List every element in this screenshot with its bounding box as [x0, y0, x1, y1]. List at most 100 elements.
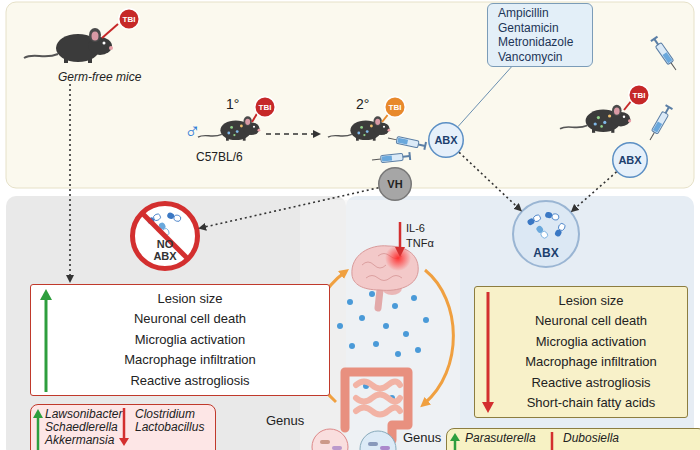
- node-text: TBI: [633, 91, 646, 100]
- connector: [458, 67, 511, 127]
- node-content: Lesion sizeNeuronal cell deathMicroglia …: [475, 287, 687, 417]
- circle-outline: [540, 230, 549, 239]
- decrease-arrow: [399, 222, 402, 252]
- circle-outline: [385, 97, 406, 118]
- blood-dots: [337, 323, 343, 329]
- increase-arrow: [33, 409, 43, 418]
- treatment-circle: ABX: [612, 142, 648, 178]
- circle-outline: [557, 222, 566, 231]
- node-content: ParasuterellaDubosiella: [447, 429, 700, 450]
- blood-dots: [392, 303, 398, 309]
- node-text: Akkermansia: [45, 434, 125, 447]
- node-text: Clostridium: [135, 408, 204, 421]
- dotted-arrow: [69, 84, 71, 282]
- increase-arrow: [454, 440, 457, 450]
- circle-outline: [153, 213, 162, 222]
- label-text: IL-6: [406, 222, 425, 234]
- secondary-mouse: [328, 116, 390, 141]
- treatment-circle: ABX: [428, 122, 464, 158]
- label-text: ♂: [184, 118, 201, 144]
- microbe-zoom: [312, 429, 396, 450]
- circle-outline: [429, 123, 464, 158]
- node-text: Reactive astrogliosis: [130, 371, 249, 392]
- blood-dots: [347, 299, 353, 305]
- increase-arrow: [45, 298, 48, 392]
- no-treatment-circle: NO ABX: [130, 201, 200, 271]
- circle-outline: [533, 214, 542, 223]
- node-text: Parasuterella: [465, 432, 553, 445]
- gut: [345, 372, 408, 440]
- node-text: NO ABX: [148, 238, 182, 262]
- circle-outline: [379, 168, 412, 201]
- label-text: Genus: [403, 430, 441, 445]
- circle-outline: [173, 214, 182, 222]
- circle-outline: [119, 9, 140, 30]
- tbi-badge: TBI: [384, 96, 406, 118]
- blood-dots: [415, 347, 421, 353]
- node-text: Lesion size: [558, 291, 623, 312]
- text-column: LawsonibacterSchaedlerellaAkkermansia: [45, 408, 125, 447]
- antibiotic-list: AmpicillinGentamicinMetronidazoleVancomy…: [487, 3, 593, 67]
- secondary-mouse: [357, 125, 372, 137]
- tbi-badge: TBI: [254, 96, 276, 118]
- node-text: Microglia activation: [135, 330, 246, 351]
- label-text: Genus: [266, 413, 304, 428]
- node-text: ABX: [533, 246, 558, 260]
- circle-outline: [513, 201, 579, 267]
- node-text: Ampicillin: [498, 6, 549, 21]
- circle-outline: [133, 204, 198, 269]
- germ-free-mouse: [24, 28, 113, 63]
- node-text: Vancomycin: [498, 50, 562, 65]
- blood-dots: [373, 341, 379, 347]
- brain-gut-arrow: [424, 270, 453, 404]
- decrease-arrow: [482, 402, 494, 413]
- germ-free-mouse: [102, 24, 118, 38]
- decrease-arrow: [123, 408, 126, 440]
- node-text: Reactive astrogliosis: [531, 373, 650, 394]
- node-text: Gentamicin: [498, 21, 559, 36]
- text-column: Dubosiella: [553, 432, 619, 445]
- blood-dots: [337, 291, 429, 401]
- blood-dots: [383, 323, 389, 329]
- node-text: Neuronal cell death: [535, 311, 647, 332]
- brain: [352, 246, 418, 291]
- decrease-arrow: [119, 438, 129, 446]
- blood-dots: [395, 351, 401, 357]
- microbe-zoom: [368, 442, 378, 446]
- circle-outline: [544, 211, 559, 220]
- blood-dots: [411, 295, 417, 301]
- antibiotic-mouse: [651, 37, 679, 73]
- node-text: Microglia activation: [536, 332, 647, 353]
- circle-outline: [551, 213, 559, 221]
- node-text: VH: [387, 178, 402, 190]
- node-text: Lesion size: [157, 289, 222, 310]
- genus-box: ParasuterellaDubosiella: [446, 428, 700, 450]
- label-text: TNFα: [406, 237, 434, 249]
- treatment-circle: ABX: [512, 200, 580, 268]
- secondary-mouse: [387, 134, 426, 150]
- node-text: ABX: [618, 154, 641, 166]
- blood-dots: [359, 315, 365, 321]
- antibiotic-mouse: [594, 114, 612, 127]
- node-text: Schaedlerella: [45, 421, 125, 434]
- blood-dots: [403, 331, 409, 337]
- text-column: ClostridiumLactobacillus: [125, 408, 204, 434]
- gut: [345, 372, 408, 440]
- node-content: NO ABX: [130, 201, 200, 271]
- node-content: TBI: [254, 96, 276, 118]
- connector: [572, 172, 617, 212]
- node-text: Metronidazole: [498, 35, 573, 50]
- increase-arrow: [450, 433, 460, 441]
- circle-outline: [629, 85, 650, 106]
- tbi-badge: TBI: [628, 84, 650, 106]
- label-text: 1°: [226, 96, 239, 112]
- node-text: TBI: [123, 15, 136, 24]
- increase-arrow: [40, 289, 52, 300]
- blood-dots: [423, 317, 429, 323]
- label-text: Germ-free mice: [58, 70, 141, 84]
- label-text: 2°: [356, 96, 369, 112]
- node-text: Lactobacillus: [135, 421, 204, 434]
- outcome-box: Lesion sizeNeuronal cell deathMicroglia …: [474, 286, 688, 418]
